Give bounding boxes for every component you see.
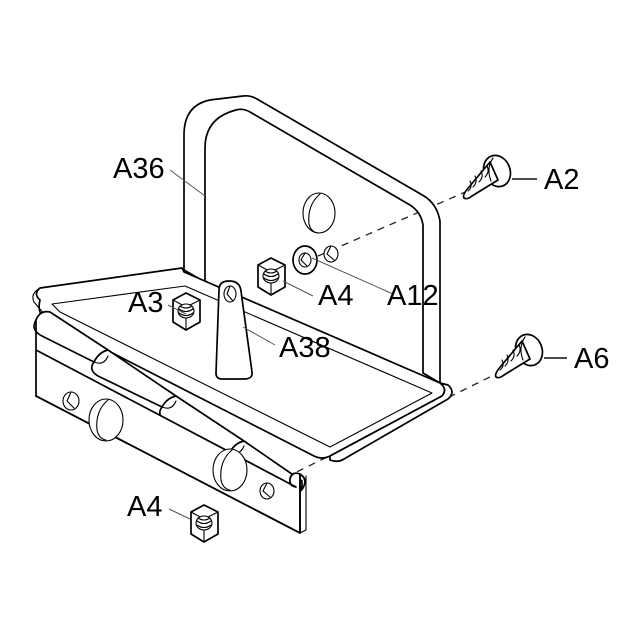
- callout-a38-text: A38: [279, 332, 331, 364]
- screw-lower-head-seam: [520, 336, 526, 361]
- front-face-small-hole-left: [62, 391, 80, 411]
- back-plate-large-hole: [302, 192, 336, 234]
- leader-a36: [169, 169, 206, 197]
- front-face-small-hole-left-inner: [66, 391, 75, 409]
- back-plate-large-hole-inner: [308, 193, 321, 234]
- screw-lower-threads: [499, 344, 521, 371]
- front-face-large-hole-left-inner: [96, 399, 109, 441]
- leader-a4-lower: [168, 508, 191, 520]
- tab-hole-inner: [226, 285, 234, 302]
- leader-a3: [167, 304, 187, 315]
- flat-washer: [292, 245, 318, 275]
- base-left-hem: [32, 287, 46, 316]
- front-face-large-hole-right-inner: [220, 449, 233, 491]
- screw-upper-threads: [467, 165, 489, 192]
- screw-upper-head-seam: [488, 157, 494, 182]
- leader-a12: [311, 257, 394, 295]
- base-front-right-thickness: [299, 475, 307, 534]
- hex-nut-center-thread: [263, 270, 279, 282]
- base-right-flange-edge: [313, 455, 331, 459]
- hex-nut-lower-thread: [196, 517, 212, 529]
- hinge-knuckle-seam-1: [93, 355, 109, 364]
- front-face-large-hole-left: [88, 398, 124, 442]
- hex-nut-lower: [190, 504, 219, 543]
- callout-a4-upper-text: A4: [318, 280, 353, 312]
- back-plate-small-hole-inner: [326, 245, 335, 261]
- back-plate-small-hole: [323, 245, 339, 263]
- tab-hole: [223, 285, 237, 303]
- front-face-small-hole-right-inner: [262, 482, 271, 498]
- callout-a6-text: A6: [574, 343, 609, 375]
- pan-head-screw-lower: [494, 333, 544, 379]
- assembly-axis-upper: [317, 189, 471, 257]
- hex-nut-left: [172, 292, 201, 331]
- base-right-flange: [329, 382, 453, 463]
- back-plate-thickness-edge: [204, 108, 424, 374]
- hex-nut-left-thread: [178, 305, 194, 317]
- washer-bore-inner: [300, 252, 308, 267]
- hex-nut-center: [257, 257, 286, 296]
- callout-a4-lower-text: A4: [127, 491, 162, 523]
- callout-labels: A36 A2 A3 A4 A12 A38 A6 A4: [113, 153, 609, 523]
- callout-a2-text: A2: [544, 164, 579, 196]
- base-top-inner-rim: [51, 285, 433, 448]
- tab-right-thickness: [240, 290, 253, 373]
- leader-a4-upper: [282, 280, 314, 297]
- triangular-tab: [215, 280, 253, 380]
- callout-a3-text: A3: [128, 287, 163, 319]
- callout-a12-text: A12: [387, 280, 439, 312]
- hinge-knuckle-seam-2: [161, 400, 177, 409]
- callout-leaders: [167, 169, 567, 520]
- front-face-small-hole-right: [259, 482, 275, 500]
- front-face-large-hole-right: [212, 448, 248, 492]
- pan-head-screw-upper: [462, 154, 512, 200]
- callout-a36-text: A36: [113, 153, 165, 185]
- leader-a38: [242, 326, 276, 346]
- vertical-back-plate: [183, 94, 441, 384]
